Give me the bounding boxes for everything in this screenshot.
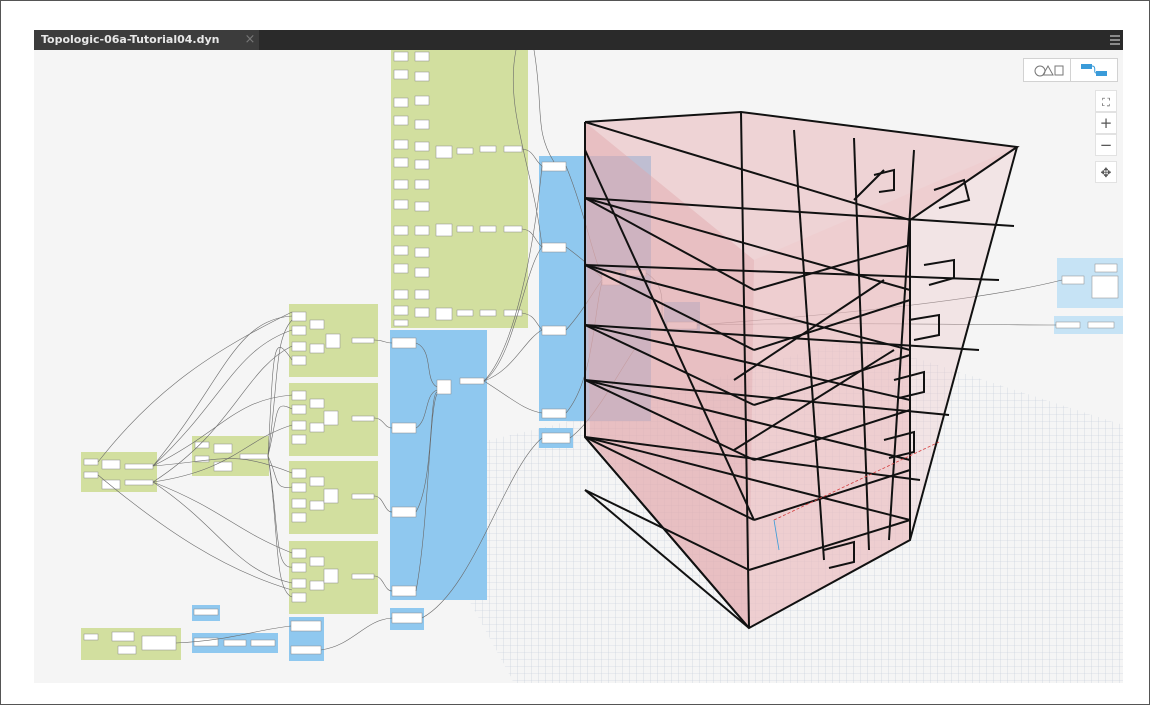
pan-button[interactable]: ✥: [1095, 161, 1117, 183]
tab-bar: Topologic-06a-Tutorial04.dyn ×: [34, 30, 1123, 50]
fit-icon: ⛶: [1102, 96, 1110, 109]
minus-icon: −: [1099, 136, 1113, 154]
geometry-model: [584, 110, 1020, 630]
tab-workspace[interactable]: Topologic-06a-Tutorial04.dyn: [34, 30, 259, 50]
dynamo-window: Topologic-06a-Tutorial04.dyn ×: [34, 30, 1123, 683]
workspace-canvas[interactable]: [34, 49, 1123, 683]
canvas-graphics: [34, 49, 1123, 683]
close-icon[interactable]: ×: [244, 32, 256, 47]
zoom-in-button[interactable]: +: [1095, 112, 1117, 134]
pan-icon: ✥: [1100, 166, 1112, 181]
graph-nodes[interactable]: [83, 51, 1119, 655]
plus-icon: +: [1099, 114, 1113, 132]
graph-view-icon: [1081, 64, 1107, 76]
menu-icon[interactable]: [1110, 33, 1120, 47]
zoom-to-fit-button[interactable]: ⛶: [1095, 90, 1117, 112]
geometry-view-button[interactable]: [1024, 59, 1071, 81]
tab-title: Topologic-06a-Tutorial04.dyn: [41, 33, 220, 46]
view-toggle: [1023, 58, 1118, 82]
graph-view-button[interactable]: [1071, 59, 1117, 81]
zoom-out-button[interactable]: −: [1095, 134, 1117, 156]
geometry-view-icon: [1034, 64, 1064, 77]
